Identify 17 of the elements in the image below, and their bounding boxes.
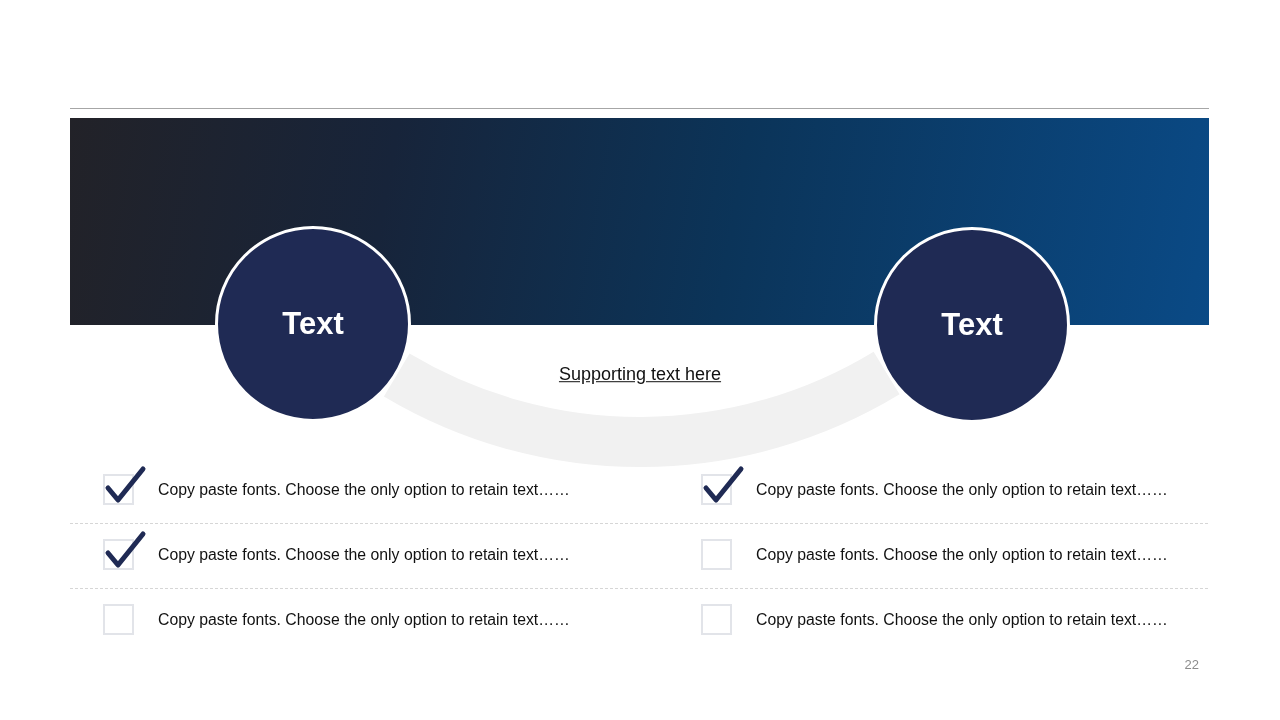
item-text: Copy paste fonts. Choose the only option to retain text…… bbox=[756, 546, 1168, 564]
checkbox bbox=[103, 604, 134, 635]
item-text: Copy paste fonts. Choose the only option to retain text…… bbox=[756, 481, 1168, 499]
checked-checkbox bbox=[103, 531, 147, 570]
checkbox bbox=[701, 539, 732, 570]
circle-title: Text bbox=[282, 306, 344, 342]
checkbox bbox=[701, 604, 732, 635]
circle-title: Text bbox=[941, 307, 1003, 343]
item-text: Copy paste fonts. Choose the only option to retain text…… bbox=[756, 611, 1168, 629]
supporting-text: Supporting text here bbox=[558, 364, 722, 386]
item-text: Copy paste fonts. Choose the only option to retain text…… bbox=[158, 481, 570, 499]
page-number: 22 bbox=[1184, 657, 1199, 673]
item-text: Copy paste fonts. Choose the only option to retain text…… bbox=[158, 611, 570, 629]
checked-checkbox bbox=[103, 466, 147, 505]
checked-checkbox bbox=[701, 466, 745, 505]
item-text: Copy paste fonts. Choose the only option to retain text…… bbox=[158, 546, 570, 564]
arc-connector bbox=[385, 350, 899, 467]
